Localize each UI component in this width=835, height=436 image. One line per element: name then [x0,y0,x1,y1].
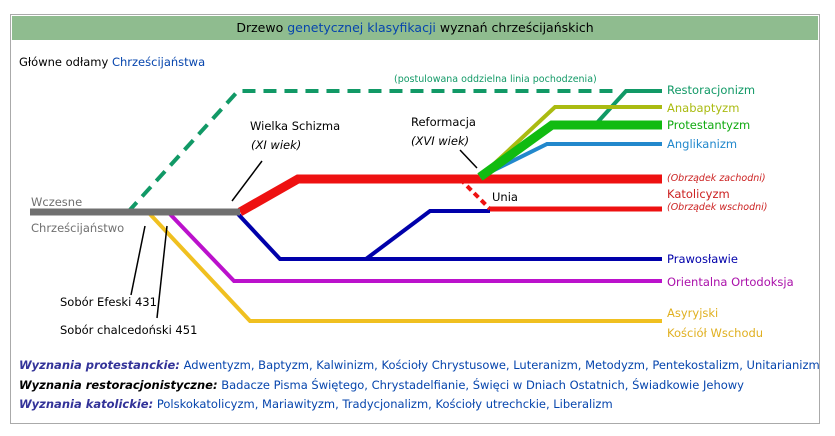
label-anglicanism[interactable]: Anglikanizm [667,137,738,151]
label-protestantism[interactable]: Protestantyzm [667,118,751,132]
footer-catholic: Wyznania katolickie: Polskokatolicyzm, M… [19,395,820,415]
diagram-frame [10,14,820,424]
footer-restorationist-heading[interactable]: Wyznania restoracjonistyczne: [19,377,218,392]
label-postulated: (postulowana oddzielna linia pochodzenia… [394,74,597,85]
title-text-end: wyznań chrześcijańskich [435,20,594,35]
footer-restorationist-items[interactable]: Badacze Pisma Świętego, Chrystadelfianie… [221,377,744,392]
diagram-title: Drzewo genetycznej klasyfikacji wyznań c… [12,16,818,40]
label-early-2: Chrześcijaństwo [31,221,125,235]
line-restorationism [593,89,662,127]
pointer-great-schism [231,160,263,202]
line-assyrian [146,210,662,323]
label-reformation-date: (XVI wiek) [411,134,470,148]
link-classification[interactable]: klasyfikacji [367,20,436,35]
line-oriental-orthodoxy [166,210,662,283]
label-union: Unia [492,190,518,204]
line-eastern-catholic-union [364,209,490,261]
label-reformation: Reformacja [411,115,476,129]
footer-restorationist: Wyznania restoracjonistyczne: Badacze Pi… [19,376,820,396]
line-union-dashed [458,177,492,211]
footer-protestant-heading[interactable]: Wyznania protestanckie: [19,358,180,372]
label-restorationism[interactable]: Restoracjonizm [667,83,756,97]
link-christianity[interactable]: Chrześcijaństwa [111,55,206,69]
line-restorationism-dashed [126,89,620,214]
label-eastern-rite: (Obrządek wschodni) [667,202,768,213]
label-assyrian[interactable]: Asyryjski [667,306,719,320]
label-great-schism-date: (XI wiek) [251,138,302,152]
label-chalcedon: Sobór chalcedoński 451 [60,323,198,337]
subtitle: Główne odłamy Chrześcijaństwa [19,55,205,69]
label-orthodoxy[interactable]: Prawosławie [667,252,738,266]
pointer-chalcedon [156,225,168,319]
pointer-reformation [459,149,478,169]
footer-protestant-items[interactable]: Adwentyzm, Baptyzm, Kalwinizm, Kościoły … [183,358,820,372]
subtitle-text: Główne odłamy [19,55,112,69]
line-catholicism [237,174,662,216]
line-protestantism [477,120,662,181]
line-orthodoxy [236,212,662,261]
footer-catholic-items[interactable]: Polskokatolicyzm, Mariawityzm, Tradycjon… [156,397,613,411]
footer-lists: Wyznania protestanckie: Adwentyzm, Bapty… [19,356,820,415]
label-great-schism: Wielka Schizma [250,119,341,133]
pointer-ephesus [130,225,146,296]
label-anabaptism[interactable]: Anabaptyzm [667,101,740,115]
link-genetic[interactable]: genetycznej [287,20,364,35]
title-text: Drzewo [236,20,288,35]
label-early-1: Wczesne [31,195,83,209]
footer-protestant: Wyznania protestanckie: Adwentyzm, Bapty… [19,356,820,376]
label-catholicism[interactable]: Katolicyzm [667,187,730,201]
label-church-east[interactable]: Kościół Wschodu [667,326,764,340]
label-ephesus: Sobór Efeski 431 [60,295,157,309]
label-western-rite: (Obrządek zachodni) [667,173,766,184]
footer-catholic-heading[interactable]: Wyznania katolickie: [19,397,154,411]
label-oriental-orthodoxy[interactable]: Orientalna Ortodoksja [667,275,794,289]
